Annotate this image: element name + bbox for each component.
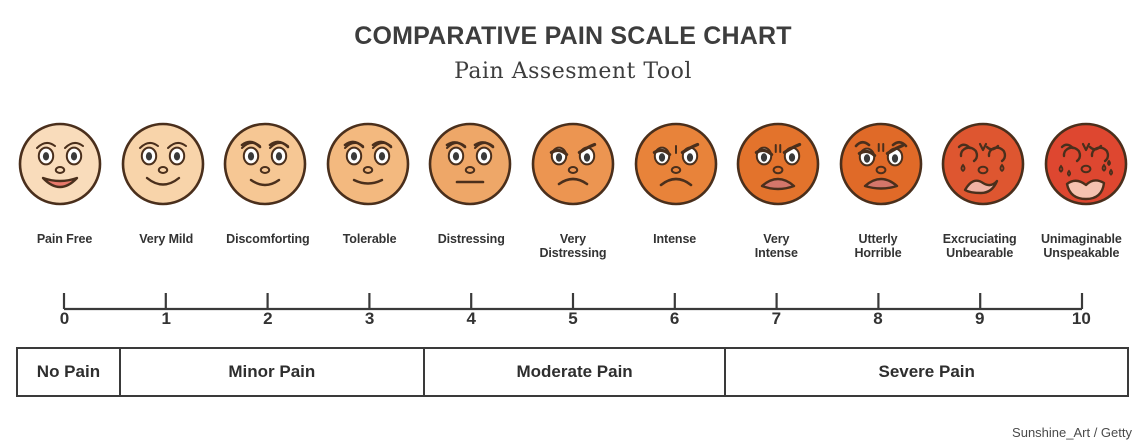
pain-scale-ruler xyxy=(62,293,1084,311)
scale-number-6: 6 xyxy=(669,309,680,328)
category-label: No Pain xyxy=(36,362,101,381)
category-label: Minor Pain xyxy=(228,362,316,381)
pain-label-line1: Very xyxy=(559,232,586,246)
chart-header: COMPARATIVE PAIN SCALE CHART Pain Assesm… xyxy=(0,0,1146,83)
pain-label-line1: Excruciating xyxy=(942,232,1017,246)
category-severe-pain: Severe Pain xyxy=(724,349,1127,395)
category-label: Severe Pain xyxy=(878,362,975,381)
category-minor-pain: Minor Pain xyxy=(118,349,423,395)
pain-label-line2: Horrible xyxy=(854,246,902,261)
pain-label-line1: Discomforting xyxy=(226,232,310,246)
scale-number-5: 5 xyxy=(568,309,578,328)
scale-number-8: 8 xyxy=(873,309,883,328)
pain-face-4[interactable] xyxy=(424,120,516,208)
scale-number-10: 10 xyxy=(1071,309,1091,328)
scale-number-4: 4 xyxy=(466,309,476,328)
pain-label-line1: Tolerable xyxy=(342,232,397,246)
pain-label-2: Discomforting xyxy=(217,232,318,246)
page-title: COMPARATIVE PAIN SCALE CHART xyxy=(354,22,792,50)
pain-category-bar: No Pain Minor Pain Moderate Pain Severe Pai… xyxy=(16,347,1129,397)
pain-face-6[interactable] xyxy=(630,120,722,208)
pain-label-line2: Unbearable xyxy=(946,246,1014,261)
pain-label-line1: Pain Free xyxy=(36,232,93,246)
pain-face-9[interactable] xyxy=(937,120,1029,208)
pain-labels-row: Pain Free Very Mild Discomforting Tolerable… xyxy=(14,232,1132,272)
pain-face-8[interactable] xyxy=(835,120,927,208)
pain-label-1: Very Mild xyxy=(116,232,217,246)
pain-label-0: Pain Free xyxy=(14,232,115,246)
pain-face-2[interactable] xyxy=(219,120,311,208)
pain-face-7[interactable] xyxy=(732,120,824,208)
scale-number-0: 0 xyxy=(59,309,70,328)
scale-number-7: 7 xyxy=(771,309,782,328)
pain-label-line2: Unspeakable xyxy=(1043,246,1120,261)
pain-face-1[interactable] xyxy=(117,120,209,208)
pain-faces-row xyxy=(14,118,1132,210)
pain-label-line1: Distressing xyxy=(437,232,505,246)
pain-face-5[interactable] xyxy=(527,120,619,208)
scale-number-1: 1 xyxy=(161,309,171,328)
pain-face-0[interactable] xyxy=(14,120,106,208)
pain-label-line2: Distressing xyxy=(539,246,607,261)
pain-face-10[interactable] xyxy=(1040,120,1132,208)
pain-scale-numbers: 0 1 2 3 4 5 6 7 8 9 10 xyxy=(14,309,1132,329)
pain-label-line1: Unimaginable xyxy=(1040,232,1122,246)
scale-number-9: 9 xyxy=(974,309,985,328)
category-label: Moderate Pain xyxy=(516,362,633,381)
pain-label-line1: Very xyxy=(763,232,790,246)
pain-face-3[interactable] xyxy=(322,120,414,208)
pain-label-4: Distressing xyxy=(421,232,522,246)
scale-number-3: 3 xyxy=(364,309,375,328)
pain-label-3: Tolerable xyxy=(319,232,420,246)
pain-label-6: Intense xyxy=(624,232,725,246)
category-no-pain: No Pain xyxy=(18,349,119,395)
pain-label-line1: Utterly xyxy=(858,232,898,246)
category-moderate-pain: Moderate Pain xyxy=(422,349,725,395)
pain-label-line2: Intense xyxy=(754,246,798,261)
scale-number-2: 2 xyxy=(263,309,273,328)
page-subtitle: Pain Assesment Tool xyxy=(454,59,692,84)
image-credit: Sunshine_Art / Getty xyxy=(1012,425,1132,440)
pain-label-line1: Very Mild xyxy=(139,232,194,246)
pain-label-line1: Intense xyxy=(653,232,697,246)
